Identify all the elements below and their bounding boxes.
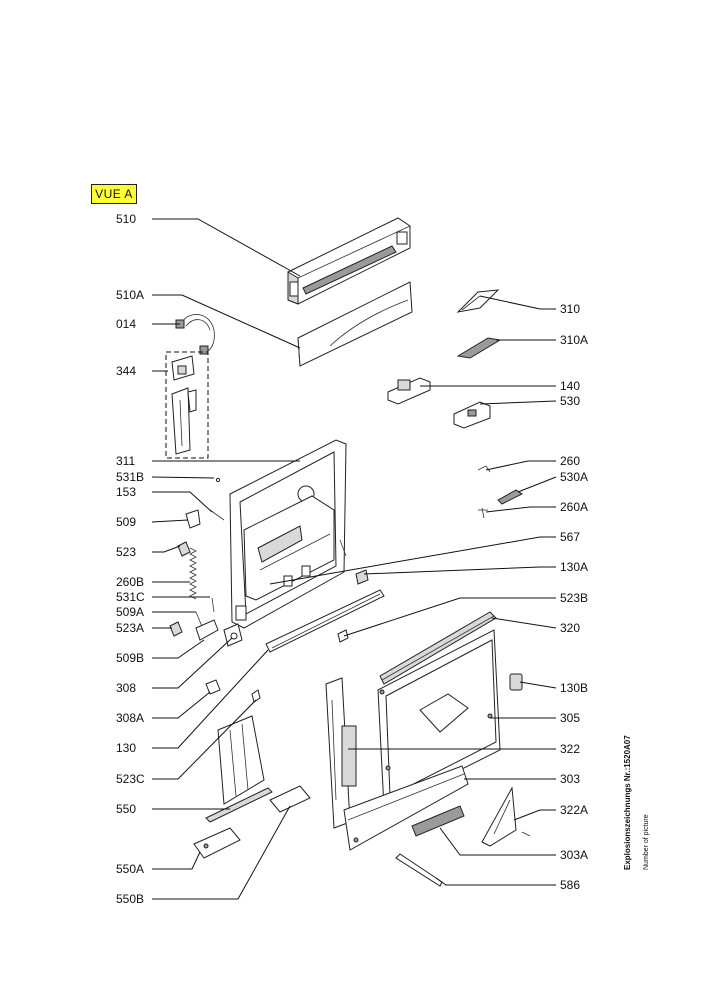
callout-303: 303 bbox=[560, 772, 580, 786]
callout-523C: 523C bbox=[116, 772, 145, 786]
callout-509: 509 bbox=[116, 515, 136, 529]
part-310-cover bbox=[456, 289, 500, 313]
callout-310A: 310A bbox=[560, 333, 588, 347]
callout-130A: 130A bbox=[560, 560, 588, 574]
callout-308A: 308A bbox=[116, 711, 144, 725]
part-510-control-panel bbox=[287, 217, 411, 305]
part-523C-clip bbox=[251, 689, 261, 703]
part-567-latch bbox=[339, 539, 347, 557]
callout-305: 305 bbox=[560, 711, 580, 725]
part-305-outer-door bbox=[377, 629, 501, 809]
callout-550B: 550B bbox=[116, 892, 144, 906]
part-523-bushing bbox=[177, 541, 191, 557]
callout-014: 014 bbox=[116, 317, 136, 331]
part-140-bracket bbox=[387, 377, 431, 405]
callout-510: 510 bbox=[116, 212, 136, 226]
callout-531B: 531B bbox=[116, 470, 144, 484]
callout-310: 310 bbox=[560, 302, 580, 316]
view-badge: VUE A bbox=[91, 184, 137, 204]
callout-530A: 530A bbox=[560, 470, 588, 484]
part-310A-cover bbox=[456, 337, 502, 359]
callout-550: 550 bbox=[116, 802, 136, 816]
part-344-door-latch bbox=[165, 351, 209, 459]
part-531C-screw bbox=[211, 597, 215, 613]
callout-567: 567 bbox=[560, 530, 580, 544]
part-322A-corner-plate bbox=[481, 786, 517, 847]
part-130-rail bbox=[265, 589, 385, 653]
callout-labels-left: 510 510A 014 344 311 531B 153 509 523 26… bbox=[116, 212, 145, 906]
part-550B-bracket bbox=[269, 785, 311, 813]
part-523B-clip bbox=[337, 629, 349, 643]
part-523A-bushing bbox=[169, 621, 183, 637]
part-530A-clip bbox=[497, 489, 523, 505]
part-308-hinge bbox=[223, 623, 243, 647]
part-153-spring-pin bbox=[209, 477, 225, 521]
leader-lines bbox=[151, 218, 557, 900]
part-260B-spring bbox=[189, 547, 197, 600]
callout-523B: 523B bbox=[560, 591, 588, 605]
callout-550A: 550A bbox=[116, 862, 144, 876]
part-311-inner-door bbox=[229, 439, 347, 629]
part-322A-screw bbox=[521, 831, 531, 837]
callout-130: 130 bbox=[116, 741, 136, 755]
part-260-hook bbox=[477, 465, 491, 473]
callout-523A: 523A bbox=[116, 621, 144, 635]
callout-530: 530 bbox=[560, 394, 580, 408]
callout-260B: 260B bbox=[116, 575, 144, 589]
drawing-number-text: Explosionszeichnungs Nr.:1520A07 bbox=[623, 735, 632, 870]
callout-303A: 303A bbox=[560, 848, 588, 862]
callout-308: 308 bbox=[116, 681, 136, 695]
part-303-bottom-frame bbox=[343, 765, 469, 851]
callout-322: 322 bbox=[560, 742, 580, 756]
callout-586: 586 bbox=[560, 878, 580, 892]
part-509-hinge-arm bbox=[185, 509, 201, 529]
part-130A-clip bbox=[355, 569, 369, 585]
part-510A-front-strip bbox=[297, 281, 413, 367]
part-260A-screw bbox=[478, 507, 488, 519]
callout-322A: 322A bbox=[560, 803, 588, 817]
callout-140: 140 bbox=[560, 379, 580, 393]
callout-509A: 509A bbox=[116, 605, 144, 619]
part-586-rod bbox=[395, 853, 443, 887]
part-550-base-plate bbox=[205, 715, 273, 823]
callout-320: 320 bbox=[560, 621, 580, 635]
part-530-hinge-part bbox=[453, 401, 491, 429]
callout-130B: 130B bbox=[560, 681, 588, 695]
callout-labels-right: 310 310A 140 530 260 530A 260A 567 130A … bbox=[560, 302, 588, 892]
callout-531C: 531C bbox=[116, 590, 145, 604]
callout-523: 523 bbox=[116, 545, 136, 559]
callout-260A: 260A bbox=[560, 500, 588, 514]
callout-509B: 509B bbox=[116, 651, 144, 665]
part-014-wire-harness bbox=[175, 314, 215, 355]
part-322-insulation bbox=[325, 677, 357, 829]
callout-311: 311 bbox=[116, 454, 135, 468]
callout-510A: 510A bbox=[116, 288, 144, 302]
callout-153: 153 bbox=[116, 485, 136, 499]
picture-number-caption: Number of picture bbox=[643, 814, 650, 870]
callout-260: 260 bbox=[560, 454, 580, 468]
part-550A-bracket bbox=[193, 827, 241, 859]
part-320-top-strip bbox=[379, 611, 497, 685]
callout-344: 344 bbox=[116, 364, 136, 378]
part-308A-clip bbox=[205, 679, 221, 695]
part-303A-strip bbox=[411, 805, 465, 837]
part-509B-hinge bbox=[195, 619, 219, 641]
